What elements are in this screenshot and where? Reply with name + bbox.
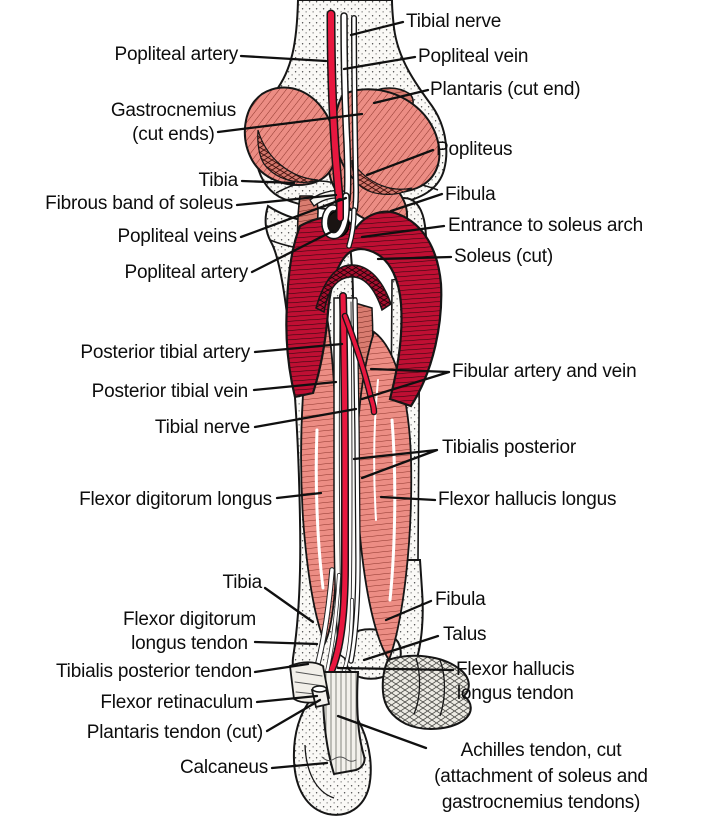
label-popliteal-artery-upper: Popliteal artery — [114, 44, 238, 65]
label-posterior-tibial-vein: Posterior tibial vein — [91, 381, 249, 402]
label-plantaris-tendon-cut: Plantaris tendon (cut) — [86, 722, 263, 743]
label-fhl-tendon: Flexor hallucis longus tendon — [456, 659, 575, 705]
leader-tibialis-posterior — [352, 448, 439, 480]
nerve-entering-arch — [347, 208, 356, 248]
gastrocnemius-medial-cut-face — [257, 129, 319, 183]
label-tibial-nerve-upper: Tibial nerve — [406, 11, 502, 32]
label-flexor-retinaculum: Flexor retinaculum — [100, 692, 253, 713]
popliteal-veins-loop — [322, 193, 349, 238]
leader-popliteal-artery-lower — [250, 229, 335, 274]
leader-soleus-entrance — [360, 224, 446, 239]
label-talus: Talus — [443, 624, 487, 645]
label-flexor-hallucis-longus: Flexor hallucis longus — [438, 489, 617, 510]
label-fibula-lower: Fibula — [435, 589, 486, 610]
leader-plantaris-tendon — [265, 698, 322, 733]
label-popliteal-veins: Popliteal veins — [117, 226, 237, 247]
label-tibialis-posterior-tendon: Tibialis posterior tendon — [55, 661, 252, 682]
leader-fibula-upper — [389, 192, 444, 213]
leader-gastrocnemius — [216, 112, 364, 134]
label-achilles-tendon-cut: Achilles tendon, cut (attachment of sole… — [434, 740, 648, 813]
fdl-tendon-streak — [314, 428, 325, 590]
label-flexor-digitorum-longus: Flexor digitorum longus — [79, 489, 272, 510]
leader-popliteal-artery-upper — [239, 54, 328, 63]
label-soleus-cut: Soleus (cut) — [454, 246, 553, 267]
tibial-nerve-lower — [349, 298, 360, 663]
heel-contour — [304, 744, 335, 799]
toe-separation-contours — [413, 657, 446, 717]
leader-lines — [216, 20, 455, 770]
leader-tibial-nerve-upper — [349, 20, 405, 37]
label-plantaris-cut-end: Plantaris (cut end) — [430, 79, 581, 100]
leader-popliteal-vein — [342, 55, 417, 71]
artist-signature — [321, 756, 357, 762]
label-fibula-upper: Fibula — [445, 184, 496, 205]
leader-flexor-retinaculum — [255, 694, 319, 704]
label-entrance-to-soleus-arch: Entrance to soleus arch — [448, 215, 644, 236]
tibial-nerve-upper — [352, 16, 358, 212]
label-popliteal-artery-lower: Popliteal artery — [124, 262, 248, 283]
soleus-cut-muscle — [285, 192, 443, 408]
leader-post-tibial-artery — [253, 342, 344, 354]
label-tibia-upper: Tibia — [198, 170, 239, 191]
label-tibia-lower: Tibia — [222, 572, 263, 593]
leader-tibia-upper — [240, 179, 296, 185]
leader-calcaneus — [270, 761, 329, 770]
leader-tibia-lower — [263, 586, 315, 624]
leader-fibular-artery-vein — [360, 367, 451, 401]
leader-popliteal-veins — [239, 196, 348, 239]
ankle-structures — [289, 567, 366, 776]
vessels-and-nerve — [307, 9, 378, 702]
leader-popliteus — [365, 148, 435, 177]
leader-talus — [362, 634, 440, 662]
leader-fdl — [275, 491, 323, 500]
label-calcaneus: Calcaneus — [180, 757, 268, 778]
fibular-artery-vessel — [343, 314, 376, 414]
popliteal-vein-vessel — [341, 13, 350, 203]
label-popliteus: Popliteus — [436, 139, 513, 160]
tarsal-and-toe-bones — [381, 654, 472, 730]
leader-tibial-nerve-mid — [253, 407, 358, 429]
leader-achilles — [336, 714, 428, 750]
label-fibrous-band-of-soleus: Fibrous band of soleus — [45, 193, 233, 214]
fhl-tendon-streak — [388, 418, 397, 602]
label-posterior-tibial-artery: Posterior tibial artery — [80, 342, 250, 363]
label-gastrocnemius-cut-ends: Gastrocnemius (cut ends) — [110, 100, 236, 146]
leader-fdl-tendon — [253, 640, 319, 646]
leader-soleus-cut — [376, 255, 453, 261]
plantaris-tendon-cut-face — [311, 685, 328, 693]
popliteal-artery-vessel — [328, 11, 343, 209]
leader-fibula-lower — [384, 599, 433, 622]
leader-plantaris-cut-end — [372, 88, 430, 105]
achilles-tendon-band — [322, 671, 366, 776]
label-fdl-tendon: Flexor digitorum longus tendon — [122, 609, 256, 655]
leader-tib-post-tendon — [253, 662, 310, 674]
label-popliteal-vein: Popliteal vein — [418, 46, 529, 67]
leader-fibrous-band — [235, 193, 338, 207]
soleus-arch-rope-border — [315, 264, 392, 314]
leader-fhl — [379, 495, 437, 502]
label-tibial-nerve-mid: Tibial nerve — [154, 417, 250, 438]
leader-post-tibial-vein — [252, 380, 338, 392]
soleus-arch-body — [285, 210, 443, 408]
label-tibialis-posterior: Tibialis posterior — [442, 437, 577, 458]
label-fibular-artery-and-vein: Fibular artery and vein — [452, 361, 637, 382]
leader-fhl-tendon — [336, 666, 455, 672]
